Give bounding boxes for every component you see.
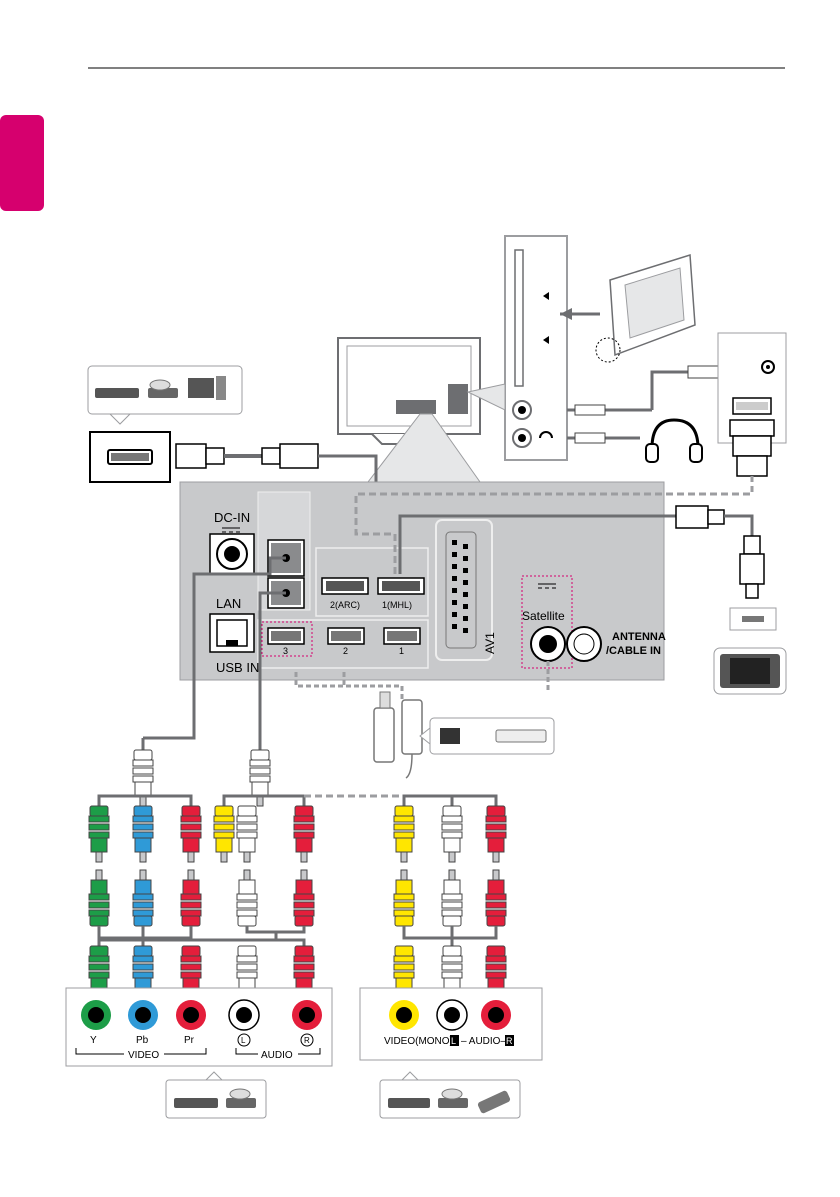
audio-jack-cable bbox=[567, 366, 730, 415]
pc-icon bbox=[188, 378, 214, 398]
component-plugs-row2 bbox=[89, 870, 314, 926]
composite-plugs-row1 bbox=[394, 806, 506, 862]
lan-port[interactable] bbox=[210, 614, 254, 652]
usb-1-port[interactable] bbox=[384, 628, 420, 644]
label-composite-video: VIDEO(MONO) bbox=[384, 1036, 453, 1047]
section-tab bbox=[0, 115, 44, 211]
usb-2-label: 2 bbox=[343, 646, 348, 656]
lan-label: LAN bbox=[216, 596, 241, 611]
label-pb: Pb bbox=[136, 1035, 149, 1046]
set-top-box-icon bbox=[95, 388, 139, 398]
jack-l[interactable] bbox=[229, 1000, 259, 1030]
label-composite-audio: – AUDIO– bbox=[461, 1036, 506, 1047]
av1-label: AV1 bbox=[483, 632, 497, 654]
tv-icon bbox=[338, 338, 505, 482]
satellite-label: Satellite bbox=[522, 609, 565, 623]
hdmi-1-mhl-port[interactable] bbox=[378, 578, 424, 594]
label-composite-r: R bbox=[506, 1036, 513, 1046]
label-pr: Pr bbox=[184, 1035, 195, 1046]
dc-in-label: DC-IN bbox=[214, 510, 250, 525]
dvi-connector-icon bbox=[718, 333, 786, 490]
dvd-player-icon bbox=[174, 1098, 218, 1108]
jack-pr[interactable] bbox=[176, 1000, 206, 1030]
jack-y[interactable] bbox=[81, 1000, 111, 1030]
usb-2-port[interactable] bbox=[328, 628, 364, 644]
satellite-port[interactable] bbox=[531, 627, 565, 661]
label-l: L bbox=[241, 1036, 246, 1045]
side-panel bbox=[505, 236, 567, 460]
usb-in-label: USB IN bbox=[216, 660, 259, 675]
label-r: R bbox=[304, 1036, 310, 1045]
hdmi-1-mhl-label: 1(MHL) bbox=[382, 600, 412, 610]
label-video: VIDEO bbox=[128, 1050, 159, 1061]
av1-scart-port[interactable] bbox=[446, 532, 476, 648]
hdmi-source-devices bbox=[88, 366, 242, 424]
jack-r[interactable] bbox=[292, 1000, 322, 1030]
label-composite-l: L bbox=[451, 1036, 456, 1046]
antenna-label-line1: ANTENNA bbox=[612, 631, 666, 643]
ci-module-icon bbox=[560, 255, 695, 362]
composite-source-devices bbox=[380, 1072, 520, 1118]
smartphone-icon bbox=[714, 608, 786, 694]
jack-composite-l[interactable] bbox=[437, 1000, 467, 1030]
label-y: Y bbox=[90, 1035, 97, 1046]
antenna-port[interactable] bbox=[567, 627, 601, 661]
jack-pb[interactable] bbox=[128, 1000, 158, 1030]
vcr-icon bbox=[388, 1098, 430, 1108]
hdmi-2-arc-label: 2(ARC) bbox=[330, 600, 360, 610]
antenna-label-line2: /CABLE IN bbox=[606, 645, 661, 657]
jack-composite-video[interactable] bbox=[389, 1000, 419, 1030]
hdd-icon bbox=[420, 718, 554, 754]
label-audio: AUDIO bbox=[261, 1050, 293, 1061]
jack-composite-r[interactable] bbox=[481, 1000, 511, 1030]
component-plugs-row1 bbox=[89, 806, 314, 862]
usb-3-label: 3 bbox=[283, 646, 288, 656]
headphones-icon bbox=[567, 420, 702, 462]
usb-3-port[interactable] bbox=[268, 628, 304, 644]
composite-plugs-row2 bbox=[394, 870, 506, 926]
component-source-devices bbox=[166, 1072, 266, 1118]
usb-stick-icon bbox=[374, 692, 422, 778]
usb-1-label: 1 bbox=[399, 646, 404, 656]
hdmi-2-arc-port[interactable] bbox=[322, 578, 368, 594]
dc-in-port[interactable] bbox=[210, 534, 254, 574]
